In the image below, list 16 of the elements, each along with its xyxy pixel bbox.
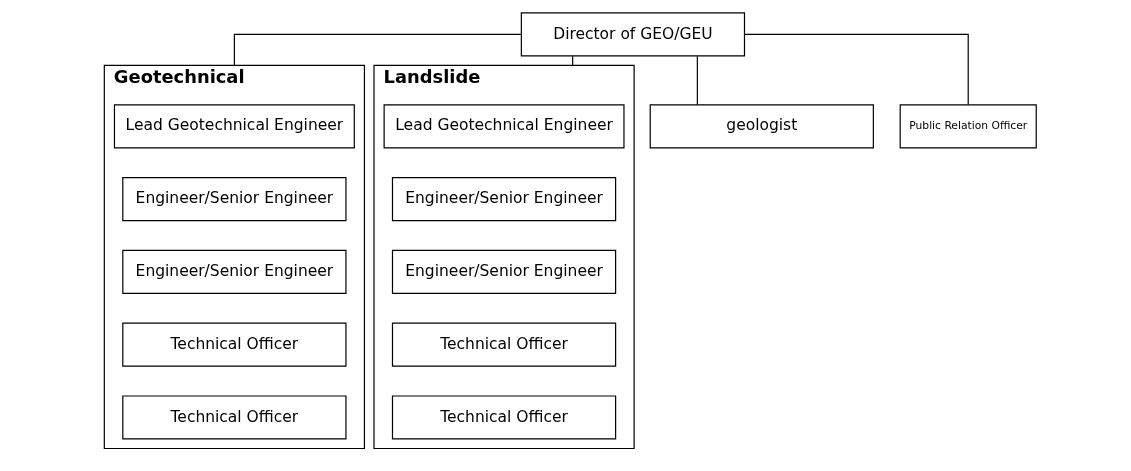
node-box: Technical Officer [391,322,617,367]
node-box: Technical Officer [122,322,347,367]
connector [696,55,698,106]
node-box: Technical Officer [122,395,347,440]
node-box: Engineer/Senior Engineer [391,177,617,222]
node-box: Engineer/Senior Engineer [122,249,347,294]
node-box: Public Relation Officer [899,104,1037,149]
node-box: Engineer/Senior Engineer [122,177,347,222]
node-box: Technical Officer [391,395,617,440]
node-box: Lead Geotechnical Engineer [113,104,355,149]
connector [743,33,969,106]
node-box: Director of GEO/GEU [520,12,746,57]
node-box: Lead Geotechnical Engineer [383,104,625,149]
connector [233,33,522,67]
node-box: geologist [649,104,874,149]
node-box: Engineer/Senior Engineer [391,249,617,294]
